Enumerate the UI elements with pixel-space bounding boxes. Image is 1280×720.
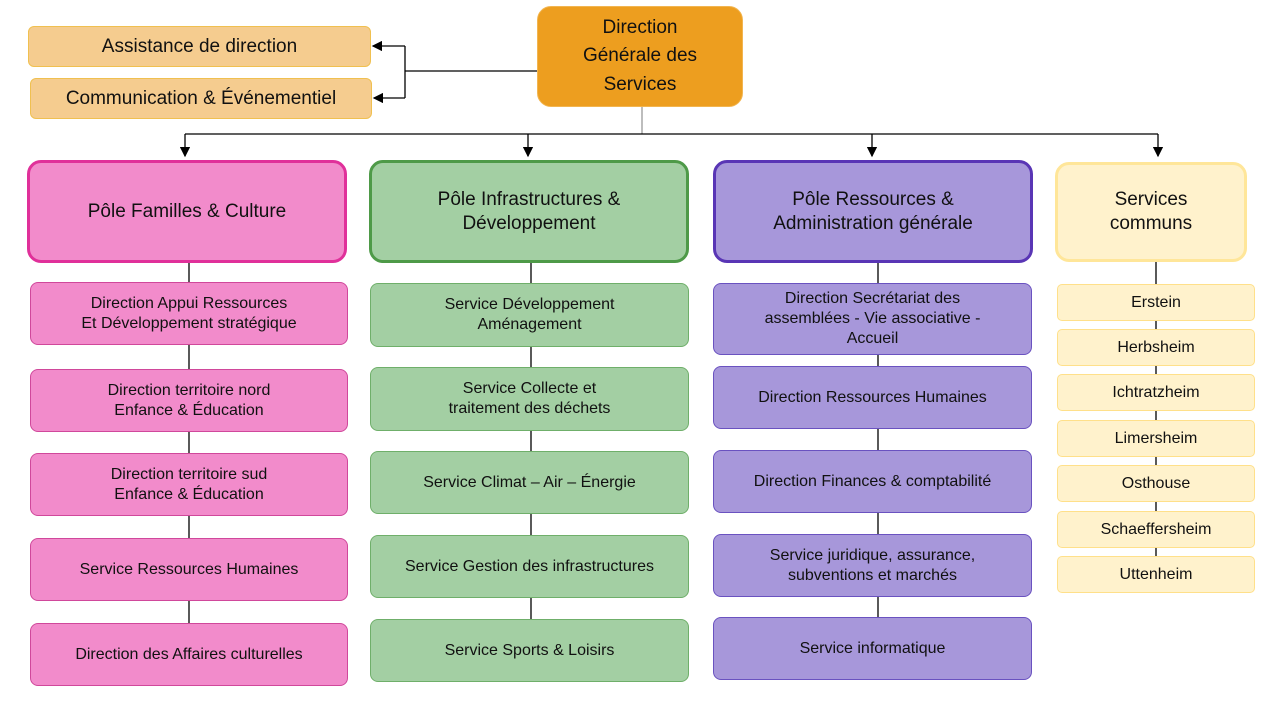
- pole-title: Pôle Familles & Culture: [87, 200, 287, 222]
- child-box: Service informatique: [713, 617, 1032, 680]
- pole-title: Pôle Ressources & Administration général…: [773, 188, 973, 234]
- child-box: Service Collecte et traitement des déche…: [370, 367, 689, 431]
- child-label: Service Collecte et traitement des déche…: [448, 380, 611, 417]
- assistance-box: Assistance de direction: [28, 26, 371, 67]
- child-label: Service juridique, assurance, subvention…: [769, 546, 976, 584]
- commune-box: Osthouse: [1057, 465, 1255, 502]
- commune-label: Ichtratzheim: [1112, 383, 1200, 401]
- child-label: Service Climat – Air – Énergie: [423, 473, 636, 491]
- communication-label: Communication & Événementiel: [65, 87, 337, 109]
- commune-label: Limersheim: [1114, 429, 1198, 447]
- commune-label: Uttenheim: [1119, 565, 1193, 583]
- child-box: Service Ressources Humaines: [30, 538, 348, 601]
- child-box: Service Sports & Loisirs: [370, 619, 689, 682]
- pole-title: Services communs: [1109, 189, 1193, 234]
- child-box: Direction territoire nord Enfance & Éduc…: [30, 369, 348, 432]
- child-box: Direction Secrétariat des assemblées - V…: [713, 283, 1032, 355]
- commune-label: Erstein: [1131, 293, 1181, 311]
- assistance-label: Assistance de direction: [101, 35, 298, 57]
- pole-ressources: Pôle Ressources & Administration général…: [713, 160, 1033, 263]
- child-label: Service informatique: [799, 639, 946, 657]
- services-communs: Services communs: [1055, 162, 1247, 262]
- child-label: Service Développement Aménagement: [444, 296, 615, 333]
- commune-label: Osthouse: [1121, 474, 1191, 492]
- child-box: Service Climat – Air – Énergie: [370, 451, 689, 514]
- child-label: Service Ressources Humaines: [79, 560, 299, 578]
- commune-box: Erstein: [1057, 284, 1255, 321]
- child-label: Direction Finances & comptabilité: [753, 472, 992, 490]
- child-label: Direction Secrétariat des assemblées - V…: [764, 290, 981, 347]
- pole-infrastructures: Pôle Infrastructures & Développement: [369, 160, 689, 263]
- commune-box: Schaeffersheim: [1057, 511, 1255, 548]
- commune-box: Uttenheim: [1057, 556, 1255, 593]
- child-label: Direction Ressources Humaines: [758, 388, 987, 406]
- child-label: Direction Appui Ressources Et Développem…: [81, 294, 297, 332]
- child-box: Direction Appui Ressources Et Développem…: [30, 282, 348, 345]
- direction-generale-label: Direction Générale des Services: [582, 16, 698, 95]
- pole-familles-culture: Pôle Familles & Culture: [27, 160, 347, 263]
- child-box: Direction des Affaires culturelles: [30, 623, 348, 686]
- child-label: Service Gestion des infrastructures: [405, 557, 654, 575]
- child-box: Service Développement Aménagement: [370, 283, 689, 347]
- direction-generale-box: Direction Générale des Services: [537, 6, 743, 107]
- child-box: Direction Finances & comptabilité: [713, 450, 1032, 513]
- child-label: Direction territoire nord Enfance & Éduc…: [107, 381, 271, 419]
- child-box: Direction territoire sud Enfance & Éduca…: [30, 453, 348, 516]
- communication-box: Communication & Événementiel: [30, 78, 372, 119]
- child-box: Service Gestion des infrastructures: [370, 535, 689, 598]
- commune-box: Ichtratzheim: [1057, 374, 1255, 411]
- commune-label: Herbsheim: [1117, 338, 1195, 356]
- child-label: Direction des Affaires culturelles: [75, 645, 303, 663]
- child-label: Service Sports & Loisirs: [444, 641, 615, 659]
- child-box: Direction Ressources Humaines: [713, 366, 1032, 429]
- commune-box: Limersheim: [1057, 420, 1255, 457]
- commune-label: Schaeffersheim: [1100, 520, 1212, 538]
- pole-title: Pôle Infrastructures & Développement: [437, 188, 621, 234]
- child-label: Direction territoire sud Enfance & Éduca…: [110, 465, 268, 503]
- child-box: Service juridique, assurance, subvention…: [713, 534, 1032, 597]
- commune-box: Herbsheim: [1057, 329, 1255, 366]
